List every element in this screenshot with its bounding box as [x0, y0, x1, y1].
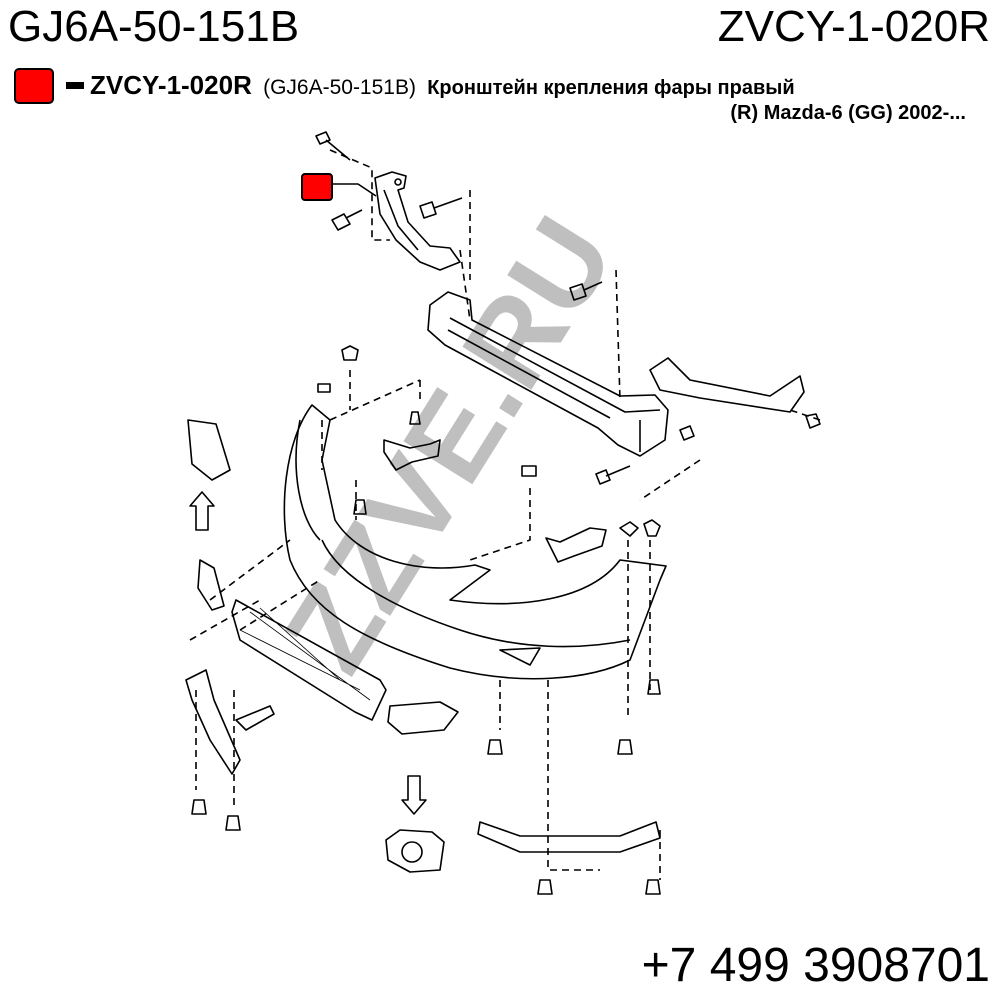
highlight-marker-swatch	[14, 68, 54, 104]
marker-leader-line	[332, 183, 377, 197]
bolt-icon	[331, 209, 363, 231]
oem-number-title: GJ6A-50-151B	[8, 2, 300, 51]
bolt-icon	[595, 413, 821, 485]
legend-description-line2: (R) Mazda-6 (GG) 2002-...	[730, 102, 966, 124]
side-bracket-part	[649, 357, 805, 413]
fog-lamp-part	[187, 419, 445, 873]
legend-article: ZVCY-1-020R	[90, 70, 252, 100]
legend-dash	[66, 82, 84, 89]
bolt-icon	[569, 281, 603, 301]
article-number-title: ZVCY-1-020R	[717, 2, 990, 51]
bracket-highlight-marker[interactable]	[301, 173, 333, 201]
watermark: ZZVE.RU	[260, 196, 639, 694]
assembly-lines	[189, 149, 821, 880]
bolt-icon	[419, 197, 463, 219]
arrow-up-icon	[189, 491, 215, 531]
bumper-cover-part	[283, 404, 667, 680]
lower-strip-part	[185, 669, 661, 853]
side-grille-part	[197, 559, 459, 735]
clip-icon	[191, 345, 661, 895]
mounting-bracket-part	[383, 439, 607, 563]
legend-oem: (GJ6A-50-151B)	[263, 76, 416, 99]
part-legend: ZVCY-1-020R (GJ6A-50-151B) Кронштейн кре…	[90, 70, 795, 101]
grille-part	[231, 599, 387, 721]
contact-phone: +7 499 3908701	[641, 939, 990, 992]
headlamp-bracket-part[interactable]	[374, 171, 461, 271]
legend-description: Кронштейн крепления фары правый	[427, 77, 795, 99]
bumper-reinforcement-part	[427, 291, 669, 457]
arrow-down-icon	[401, 775, 427, 815]
